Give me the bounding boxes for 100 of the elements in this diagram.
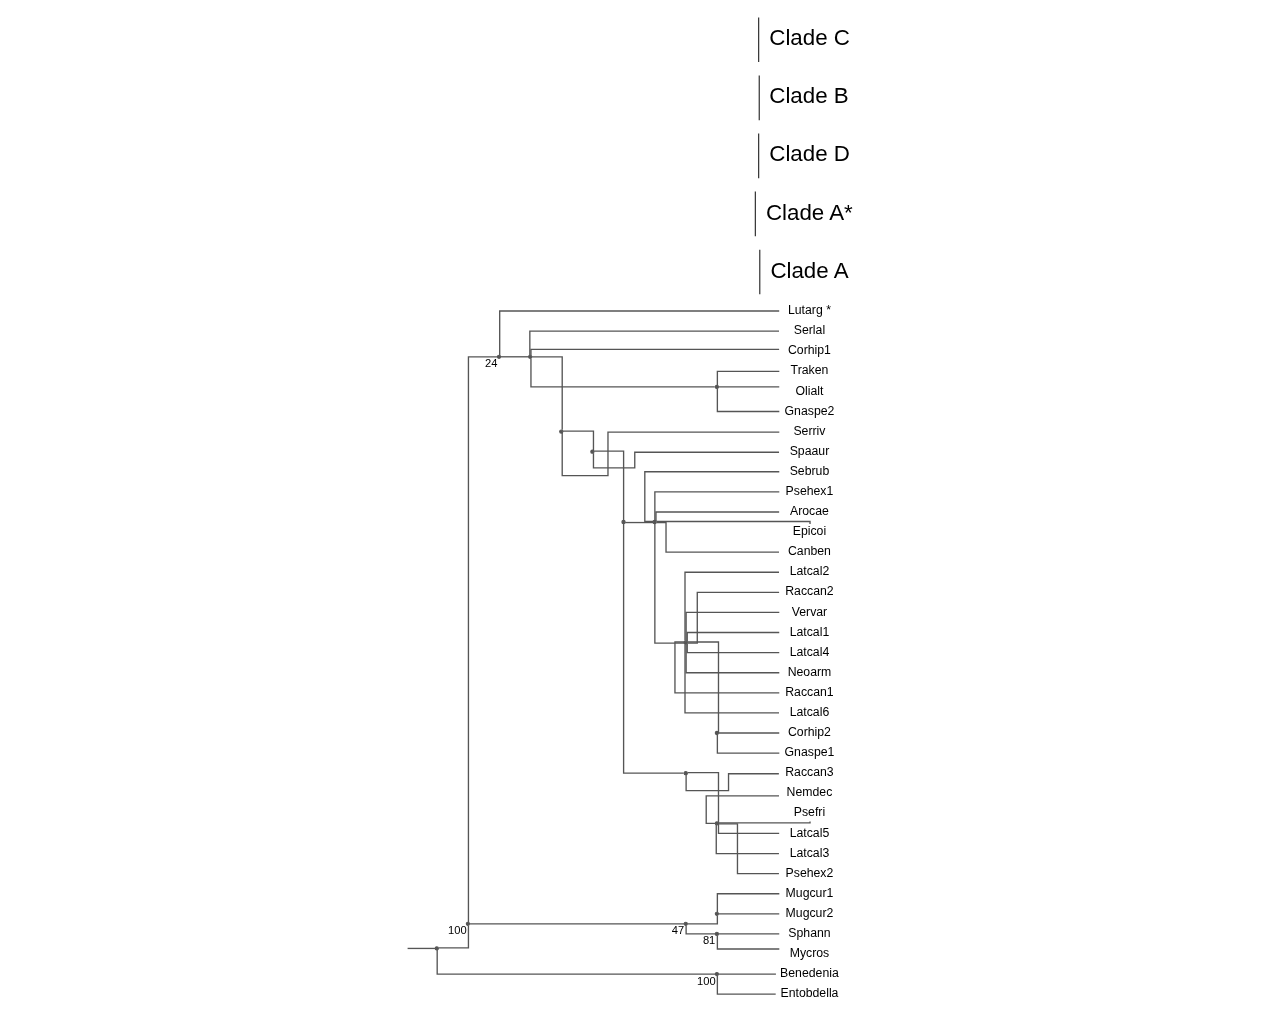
node-text: Serlal [793,323,826,338]
connector [562,430,595,451]
connector [436,949,716,975]
node-label: 100 [697,974,716,987]
node-text: Latcal3 [789,845,830,860]
connector [716,975,777,995]
connector [531,356,563,431]
node-text: Raccan1 [785,684,834,699]
connector [717,822,780,835]
node-point [714,971,720,977]
connector [684,571,780,642]
connector [530,348,780,357]
node-text: Latcal4 [789,644,830,659]
connector [718,913,780,915]
node-text: Epicoi [792,524,827,539]
node-text: Spaaur [789,443,830,458]
connector [654,523,685,644]
node-text: Canben [787,544,831,559]
node-point [714,911,720,916]
node-text: Raccan3 [785,765,834,780]
node-text: Mugcur2 [785,905,834,920]
connector [715,824,780,855]
node-text: Latcal6 [789,705,830,720]
node-text: Corhip1 [787,343,831,358]
connector [499,310,780,356]
connector [622,523,685,774]
node-text: Lutarg * [787,303,831,318]
node-text: Latcal2 [789,564,830,579]
node-point [683,640,688,645]
node-text: Traken [790,363,829,378]
node-text: Corhip2 [787,725,831,740]
node-label: 47 [671,924,685,937]
node-label: 81 [702,934,716,947]
connector [686,641,720,734]
node-point [528,354,533,359]
node-point [465,921,471,927]
node-text: Serriv [793,423,826,438]
connector [718,973,777,975]
node-text: Raccan2 [785,584,834,599]
node-point [714,384,720,390]
node-text: Psefri [793,805,826,820]
label: Clade D [769,141,850,167]
connector [718,386,780,388]
connector [437,924,470,949]
connector [530,357,716,388]
connector [655,520,811,525]
node-label: 24 [485,357,498,370]
connector [686,914,719,925]
connector [500,356,529,358]
connector [685,924,716,935]
connector [718,732,780,734]
node-text: Sebrub [789,463,830,478]
connector [716,893,780,913]
connector [686,642,780,654]
connector [716,734,780,754]
node-point [683,921,688,927]
connector [716,387,780,413]
node-point [621,519,626,525]
connector [718,823,780,875]
connector [593,450,625,521]
connector [686,631,780,643]
node-text: Neoarm [787,664,832,679]
connector [717,820,811,824]
node-point [559,429,564,434]
connector [467,356,499,923]
connector [716,935,780,950]
node-point [714,931,720,937]
connector [685,773,780,792]
connector [655,511,780,522]
connector [406,947,436,950]
connector [718,933,780,935]
node-text: Latcal1 [789,624,830,639]
node-text: Mugcur1 [785,885,834,900]
node-text: Olialt [795,383,824,398]
node-text: Latcal5 [789,825,830,840]
node-text: Gnaspe2 [784,403,835,418]
connector [685,643,780,674]
connector [684,643,780,714]
connector [655,521,780,553]
node-text: Benedenia [780,966,839,981]
connector [592,451,780,469]
node-point [652,519,657,525]
node-text: Psehex1 [785,484,834,498]
connector [561,431,780,477]
label: Clade A [770,257,849,283]
connector [716,370,780,386]
connector [654,491,780,522]
node-label: 100 [448,924,467,937]
node-text: Psehex2 [785,865,834,880]
node-point [714,730,720,736]
node-text: Sphann [788,926,831,941]
node-point [590,449,595,454]
label: Clade A* [765,199,853,225]
connector [685,611,780,642]
node-point [496,354,502,359]
label: Clade C [769,25,850,51]
node-point [714,821,720,826]
node-text: Entobdella [780,986,839,1001]
label: Clade B [769,83,849,109]
connector [469,923,685,925]
